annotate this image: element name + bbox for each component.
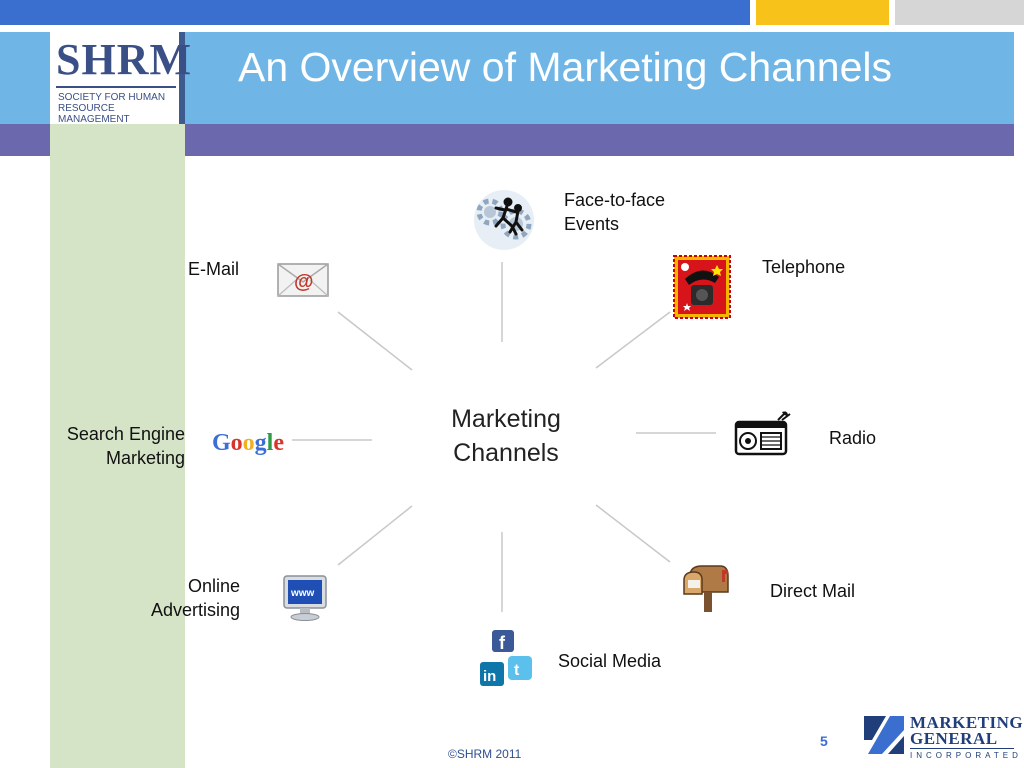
svg-text:t: t — [514, 662, 520, 679]
twitter-icon — [508, 656, 532, 680]
social-media-icon: f t in — [478, 628, 538, 690]
page-number: 5 — [820, 733, 828, 749]
center-label-line1: Marketing — [451, 405, 561, 433]
slide-title: An Overview of Marketing Channels — [238, 44, 893, 90]
label-search-engine-line2: Marketing — [105, 448, 185, 468]
svg-text:f: f — [499, 633, 506, 653]
marketing-general-mark-icon — [864, 716, 904, 754]
label-email: E-Mail — [188, 259, 240, 279]
google-logo-icon: Google — [210, 428, 288, 458]
shrm-logo-rule — [56, 86, 176, 88]
marketing-general-rule — [910, 748, 1014, 749]
label-radio: Radio — [829, 428, 877, 448]
telephone-stamp-icon — [673, 255, 731, 319]
label-search-engine-marketing: Search Engine Marketing — [40, 422, 185, 470]
people-gears-icon — [470, 186, 538, 254]
label-face-to-face-events: Face-to-face Events — [564, 188, 665, 236]
marketing-general-line2: GENERAL — [910, 729, 998, 748]
facebook-icon — [492, 630, 514, 652]
email-envelope-icon: @ — [276, 260, 330, 300]
center-node-label: Marketing Channels — [420, 402, 592, 470]
mailbox-icon — [682, 562, 730, 614]
label-social-media: Social Media — [558, 651, 662, 671]
label-face-to-face-line2: Events — [564, 214, 620, 234]
connector-direct-mail — [595, 504, 671, 563]
marketing-general-logo: MARKETING GENERAL INCORPORATED — [862, 708, 1023, 764]
marketing-general-line1: MARKETING — [910, 713, 1024, 732]
top-accent-bar-grey — [895, 0, 1024, 25]
label-face-to-face-line1: Face-to-face — [564, 190, 666, 210]
connector-telephone — [595, 311, 671, 369]
center-label-line2: Channels — [453, 439, 559, 467]
label-search-engine-line1: Search Engine — [66, 424, 185, 444]
svg-text:@: @ — [294, 271, 314, 293]
shrm-logo-word: SHRM — [56, 35, 192, 84]
marketing-general-line3: INCORPORATED — [910, 751, 1022, 760]
footer-copyright: ©SHRM 2011 — [448, 747, 522, 761]
svg-text:in: in — [483, 668, 496, 685]
label-online-advertising-line2: Advertising — [150, 600, 240, 620]
label-direct-mail: Direct Mail — [770, 581, 856, 601]
svg-text:Google: Google — [212, 430, 284, 456]
top-accent-bar-blue — [0, 0, 750, 25]
label-online-advertising-line1: Online — [187, 576, 240, 596]
radio-icon — [732, 410, 794, 460]
connector-online-advertising — [337, 505, 413, 566]
linkedin-icon — [480, 662, 504, 686]
left-green-column — [50, 32, 185, 768]
svg-text:www: www — [290, 588, 315, 599]
label-telephone: Telephone — [762, 257, 846, 277]
www-monitor-icon: www — [282, 574, 328, 622]
shrm-logo-subtitle: Society for Human Resource Management — [58, 92, 166, 125]
connector-email — [337, 311, 413, 371]
shrm-logo: SHRM Society for Human Resource Manageme… — [50, 32, 192, 125]
label-online-advertising: Online Advertising — [120, 574, 240, 622]
top-accent-bar-gold — [756, 0, 889, 25]
